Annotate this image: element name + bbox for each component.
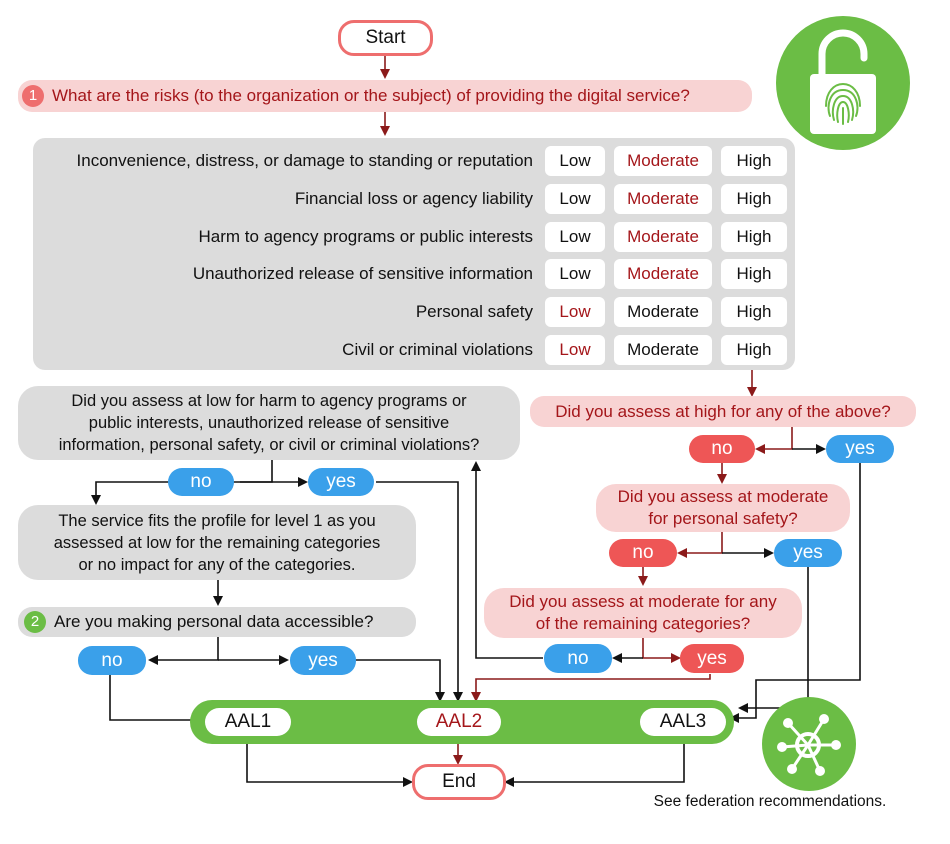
question-personal-data-text: Are you making personal data accessible? xyxy=(54,612,374,631)
risk-level-moderate-cell: Moderate xyxy=(614,297,712,328)
question-low-line-2: public interests, unauthorized release o… xyxy=(88,414,450,432)
aal-results-bar: AAL1 AAL2 AAL3 xyxy=(190,700,734,744)
step-number-2: 2 xyxy=(24,611,46,633)
risk-level-high-cell: High xyxy=(721,259,787,290)
risk-row-label: Unauthorized release of sensitive inform… xyxy=(192,264,533,284)
aal1-label: AAL1 xyxy=(224,711,272,732)
risk-row-label: Personal safety xyxy=(415,302,533,322)
question-high-assessment: Did you assess at high for any of the ab… xyxy=(530,396,916,427)
question-risks: 1 What are the risks (to the organizatio… xyxy=(18,80,752,112)
aal3-node: AAL3 xyxy=(640,708,726,736)
profile-line-2: assessed at low for the remaining catego… xyxy=(53,533,381,552)
moderate-remaining-line-2: of the remaining categories? xyxy=(535,614,751,633)
low-answer-yes: yes xyxy=(308,468,374,496)
question-personal-data: 2 Are you making personal data accessibl… xyxy=(18,607,416,637)
risk-level-high-cell: High xyxy=(721,335,787,365)
low-answer-no: no xyxy=(168,468,234,496)
risk-level-high-cell: High xyxy=(721,183,787,214)
high-answer-no-label: no xyxy=(711,438,733,459)
risk-level-low-cell: Low xyxy=(545,183,605,214)
risk-row: Unauthorized release of sensitive inform… xyxy=(33,259,795,290)
risk-level-low-cell: Low xyxy=(545,259,605,290)
federation-note: See federation recommendations. xyxy=(653,793,887,810)
question-low-line-3: information, personal safety, or civil o… xyxy=(58,436,480,454)
moderate-remaining-yes-label: yes xyxy=(697,647,727,669)
federation-network-icon xyxy=(762,697,856,791)
moderate-safety-answer-no: no xyxy=(609,539,677,567)
question-risks-text: What are the risks (to the organization … xyxy=(52,86,690,105)
high-answer-yes-label: yes xyxy=(845,438,875,459)
risk-level-low-cell: Low xyxy=(545,297,605,328)
aal2-node: AAL2 xyxy=(417,708,501,736)
risk-assessment-table: Inconvenience, distress, or damage to st… xyxy=(33,138,795,370)
moderate-safety-line-1: Did you assess at moderate xyxy=(617,487,829,506)
profile-line-3: or no impact for any of the categories. xyxy=(78,555,356,574)
personal-data-answer-yes: yes xyxy=(290,646,356,675)
risk-level-moderate-cell: Moderate xyxy=(614,221,712,252)
risk-level-low-cell: Low xyxy=(545,146,605,176)
moderate-safety-answer-yes: yes xyxy=(774,539,842,567)
risk-level-high-cell: High xyxy=(721,146,787,176)
unlocked-fingerprint-lock-icon xyxy=(776,16,910,150)
step-number-1: 1 xyxy=(22,85,44,107)
profile-line-1: The service fits the profile for level 1… xyxy=(58,511,376,530)
risk-level-moderate-cell: Moderate xyxy=(614,183,712,214)
aal1-node: AAL1 xyxy=(205,708,291,736)
moderate-remaining-answer-yes: yes xyxy=(680,644,744,673)
moderate-remaining-no-label: no xyxy=(567,647,589,669)
risk-level-moderate-cell: Moderate xyxy=(614,335,712,365)
risk-level-moderate-cell: Moderate xyxy=(614,146,712,176)
question-moderate-remaining: Did you assess at moderate for any of th… xyxy=(484,588,802,638)
moderate-remaining-line-1: Did you assess at moderate for any xyxy=(509,592,777,611)
risk-level-high-cell: High xyxy=(721,221,787,252)
question-moderate-safety: Did you assess at moderate for personal … xyxy=(596,484,850,532)
end-label: End xyxy=(442,771,476,792)
risk-row: Personal safety Low Moderate High xyxy=(33,297,795,328)
moderate-remaining-answer-no: no xyxy=(544,644,612,673)
risk-row: Financial loss or agency liability Low Mod… xyxy=(33,183,795,214)
risk-row: Civil or criminal violations Low Moderate H… xyxy=(33,335,795,365)
risk-row-label: Inconvenience, distress, or damage to st… xyxy=(76,151,533,170)
start-label: Start xyxy=(365,27,406,48)
question-low-assessment: Did you assess at low for harm to agency… xyxy=(18,386,520,460)
risk-row-label: Civil or criminal violations xyxy=(342,340,533,359)
moderate-safety-no-label: no xyxy=(632,542,654,563)
risk-row: Inconvenience, distress, or damage to st… xyxy=(33,146,795,176)
personal-data-yes-label: yes xyxy=(308,649,338,671)
aal3-label: AAL3 xyxy=(659,711,707,732)
aal2-label: AAL2 xyxy=(435,711,483,732)
question-low-line-1: Did you assess at low for harm to agency… xyxy=(71,392,467,410)
high-answer-yes: yes xyxy=(826,435,894,463)
risk-level-moderate-cell: Moderate xyxy=(614,259,712,290)
risk-row-label: Financial loss or agency liability xyxy=(294,188,533,208)
risk-row: Harm to agency programs or public intere… xyxy=(33,221,795,252)
high-answer-no: no xyxy=(689,435,755,463)
personal-data-no-label: no xyxy=(101,649,123,671)
risk-level-low-cell: Low xyxy=(545,335,605,365)
low-answer-yes-label: yes xyxy=(326,471,356,492)
low-answer-no-label: no xyxy=(190,471,212,492)
risk-level-high-cell: High xyxy=(721,297,787,328)
end-node: End xyxy=(412,764,506,800)
personal-data-answer-no: no xyxy=(78,646,146,675)
question-high-text: Did you assess at high for any of the ab… xyxy=(555,401,891,421)
moderate-safety-line-2: for personal safety? xyxy=(648,509,798,528)
level-1-profile-note: The service fits the profile for level 1… xyxy=(18,505,416,580)
risk-row-label: Harm to agency programs or public intere… xyxy=(198,226,533,246)
risk-level-low-cell: Low xyxy=(545,221,605,252)
start-node: Start xyxy=(338,20,433,56)
moderate-safety-yes-label: yes xyxy=(793,542,823,563)
